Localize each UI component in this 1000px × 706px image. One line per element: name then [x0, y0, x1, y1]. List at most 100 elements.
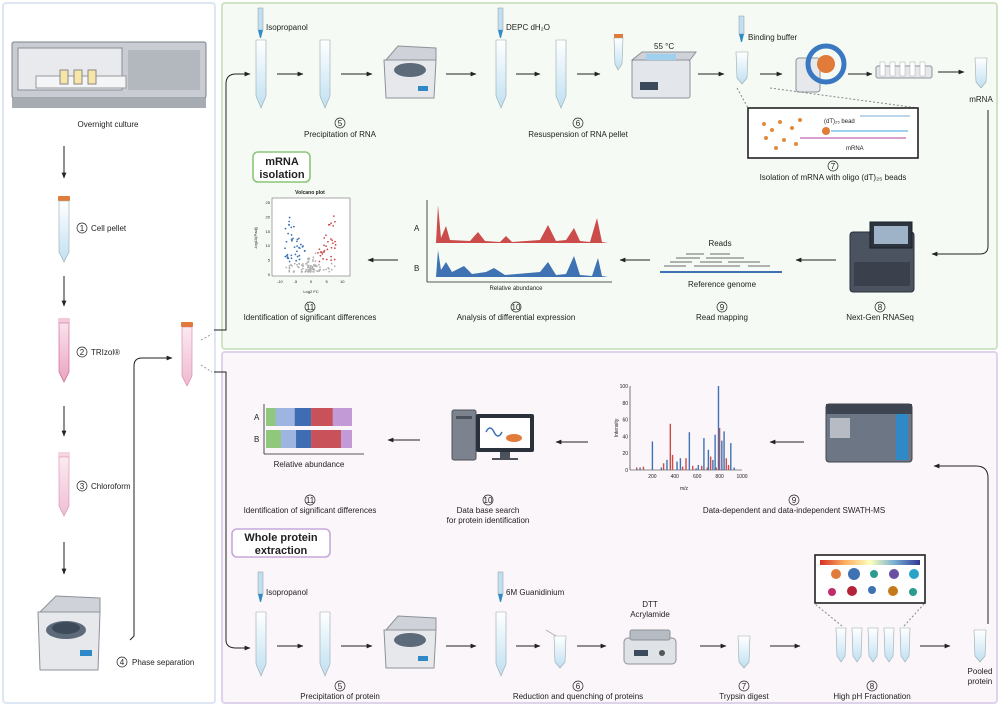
abundance-segment-a — [275, 408, 295, 426]
volcano-point — [311, 265, 314, 268]
volcano-point — [318, 260, 321, 263]
split-to-mrna-arrow — [214, 71, 251, 331]
step8-label-mrna: Next-Gen RNASeq — [846, 313, 914, 322]
volcano-point — [314, 252, 317, 255]
tube-icon-mrna-3 — [495, 39, 507, 109]
step9-number-protein: 9 — [792, 496, 797, 505]
svg-text:2: 2 — [80, 348, 85, 357]
spectrum-ytick: 40 — [622, 434, 628, 440]
step9-label-mrna: Read mapping — [696, 313, 748, 322]
volcano-point — [288, 269, 291, 272]
cell-pellet-tube-icon — [58, 196, 70, 263]
step11-label-mrna: Identification of significant difference… — [244, 313, 377, 322]
step5-number-mrna: 5 — [338, 119, 343, 128]
protein-abundance-bars: A B Relative abundance — [254, 404, 364, 469]
step8-badge-protein — [866, 680, 878, 692]
spectrum-peak — [685, 458, 687, 470]
spectrum-peak — [697, 464, 700, 470]
volcano-point — [334, 220, 336, 223]
volcano-xtick: 0 — [310, 279, 313, 284]
spectrum-xtick: 600 — [693, 474, 702, 480]
volcano-title: Volcano plot — [295, 190, 325, 196]
spectrum-peak — [660, 467, 663, 470]
coverage-track-b — [432, 250, 608, 277]
volcano-point — [334, 243, 337, 246]
step9-number-mrna: 9 — [720, 303, 725, 312]
volcano-point — [319, 266, 321, 269]
volcano-point — [288, 267, 291, 270]
step8-number-protein: 8 — [870, 682, 875, 691]
spectrum-ytick: 20 — [622, 451, 628, 457]
pooled-to-ms-arrow — [933, 463, 989, 624]
spectrum-peak — [662, 463, 665, 470]
protein-title-box — [231, 528, 331, 558]
step8-number-mrna: 8 — [878, 303, 883, 312]
abundance-segment-a — [311, 408, 333, 426]
bead-label: (dT)₂₅ bead — [824, 119, 855, 125]
volcano-point — [296, 238, 299, 241]
step3-number-badge: 3 — [76, 480, 88, 492]
volcano-point — [298, 263, 301, 265]
small-tube-icon-protein-1 — [545, 629, 567, 669]
volcano-point — [330, 255, 332, 258]
spectrum-peak — [712, 459, 714, 470]
volcano-point — [303, 250, 306, 252]
volcano-point — [327, 223, 330, 226]
trizol-label: TRIzol® — [91, 348, 120, 357]
volcano-point — [301, 263, 304, 265]
spectrum-peak — [636, 467, 638, 470]
volcano-point — [331, 239, 334, 242]
volcano-point — [301, 270, 304, 273]
volcano-point — [287, 232, 290, 235]
thermomixer-icon — [623, 629, 677, 665]
volcano-point — [309, 268, 312, 271]
pooled-line2: protein — [968, 677, 992, 686]
isopropanol-label-mrna: Isopropanol — [266, 23, 308, 32]
pipette-guanidinium-icon — [497, 571, 504, 602]
abundance-segment-b — [266, 430, 282, 448]
volcano-point — [302, 267, 304, 270]
step5-badge-mrna — [334, 117, 346, 129]
abundance-segment-b — [311, 430, 342, 448]
volcano-point — [298, 258, 301, 261]
volcano-point — [323, 244, 325, 247]
step9-badge-mrna — [716, 301, 728, 313]
volcano-point — [312, 256, 315, 259]
step11-number-mrna: 11 — [306, 303, 315, 312]
volcano-point — [306, 261, 309, 263]
step6-badge-protein — [572, 680, 584, 692]
inset-callout-lines — [736, 87, 919, 109]
centrifuge-icon-left — [37, 595, 101, 671]
step9-badge-protein — [788, 494, 800, 506]
volcano-point — [288, 220, 291, 223]
step5-number-protein: 5 — [338, 682, 343, 691]
volcano-point — [295, 259, 298, 262]
pipette-binding-buffer-icon — [738, 15, 745, 42]
step8-badge-mrna — [874, 301, 886, 313]
step4-number-badge: 4 — [116, 656, 128, 668]
step5-label-mrna: Precipitation of RNA — [304, 130, 377, 139]
spectrum-peak — [688, 432, 691, 470]
track-b-label: B — [414, 264, 419, 273]
protein-title-line2: extraction — [255, 545, 308, 557]
volcano-xtick: -10 — [277, 279, 284, 284]
volcano-point — [305, 268, 307, 271]
pipette-isopropanol-icon-protein — [257, 571, 264, 602]
volcano-point — [330, 246, 333, 249]
volcano-point — [288, 264, 291, 267]
volcano-point — [290, 239, 293, 242]
spectrum-peak — [666, 459, 668, 470]
split-to-protein-arrow — [214, 371, 251, 651]
volcano-point — [312, 260, 314, 263]
step10-label-protein-2: for protein identification — [447, 516, 530, 525]
step5-label-protein: Precipitation of protein — [300, 692, 380, 701]
step5-badge-protein — [334, 680, 346, 692]
step11-number-protein: 11 — [306, 496, 315, 505]
spectrum-peak — [709, 456, 712, 470]
spectrum-peak — [651, 441, 654, 470]
spectrum-peak — [725, 458, 728, 470]
step8-label-protein: High pH Fractionation — [833, 692, 910, 701]
volcano-ytick: 0 — [268, 272, 271, 277]
spectrum-ytick: 80 — [622, 401, 628, 407]
